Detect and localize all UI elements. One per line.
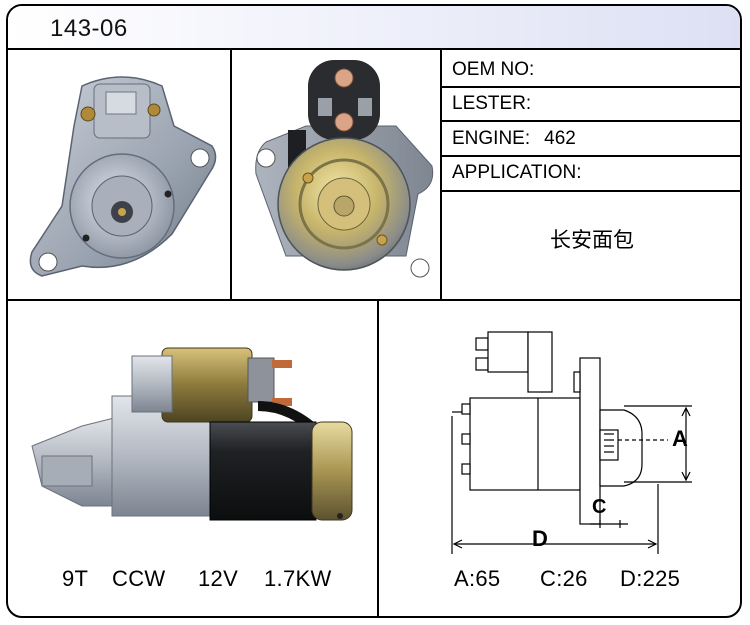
spec-rotation: CCW: [112, 566, 166, 591]
oem-row: OEM NO:: [442, 53, 740, 87]
dimension-d-value: D:225: [620, 566, 681, 591]
part-number-title: 143-06: [50, 15, 128, 42]
dimension-drawing: [451, 331, 692, 554]
dimension-label-a: A: [672, 426, 689, 451]
engine-row: ENGINE: 462: [442, 122, 740, 156]
lester-label: LESTER:: [452, 93, 532, 114]
divider-info-4: [440, 190, 740, 192]
application-label: APPLICATION:: [452, 162, 582, 183]
divider-info-3: [440, 155, 740, 157]
header-bar: 143-06: [8, 6, 740, 50]
dimension-label-c: C: [592, 496, 607, 518]
dimension-c-value: C:26: [540, 566, 588, 591]
divider-vertical-top-right: [440, 48, 442, 301]
divider-info-2: [440, 120, 740, 122]
lester-row: LESTER:: [442, 87, 740, 121]
starter-side-view-photo: [31, 347, 353, 521]
product-sheet: 143-06 OEM NO: LESTER: ENGINE: 462 APPLIC…: [6, 4, 742, 618]
application-value: 长安面包: [550, 228, 634, 252]
divider-vertical-bottom: [377, 299, 379, 616]
oem-label: OEM NO:: [452, 59, 535, 80]
application-row: APPLICATION:: [442, 156, 740, 190]
dimension-a-value: A:65: [454, 566, 501, 591]
starter-rear-view-photo: [29, 76, 217, 277]
spec-voltage: 12V: [198, 566, 239, 591]
dimension-label-d: D: [532, 526, 549, 551]
divider-info-1: [440, 86, 740, 88]
engine-label: ENGINE:: [452, 128, 531, 149]
starter-front-view-photo: [255, 60, 434, 278]
divider-vertical-top-left: [230, 48, 232, 301]
spec-power: 1.7KW: [264, 566, 332, 591]
spec-teeth: 9T: [62, 566, 89, 591]
engine-value: 462: [544, 128, 576, 149]
divider-horizontal-middle: [8, 299, 740, 301]
